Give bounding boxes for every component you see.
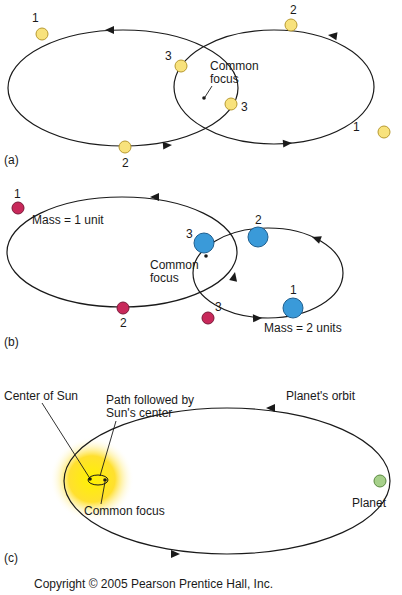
callout-number: 3 xyxy=(215,301,229,314)
panel-label: (c) xyxy=(4,552,34,565)
star-dots xyxy=(36,19,390,153)
orbit-ellipse xyxy=(174,30,374,144)
callout-number: 3 xyxy=(165,50,179,63)
callout-number: 3 xyxy=(186,228,200,241)
callout-number: 2 xyxy=(122,157,136,170)
callout-number: 2 xyxy=(120,317,134,330)
callout-number: 2 xyxy=(255,214,269,227)
text-label: Planet xyxy=(352,497,402,510)
text-label: Center of Sun xyxy=(4,390,104,403)
callout-number: 1 xyxy=(32,12,46,25)
orbit-ellipse xyxy=(193,228,343,318)
callout-number: 2 xyxy=(290,4,304,17)
panel-label: (a) xyxy=(4,154,34,167)
text-label: Path followed by Sun's center xyxy=(106,394,216,420)
text-label: Common focus xyxy=(210,60,270,86)
callout-number: 1 xyxy=(14,188,28,201)
leader-lines xyxy=(42,86,212,504)
text-label: Common focus xyxy=(150,259,204,285)
light-star-dots xyxy=(12,202,214,324)
planet-dot xyxy=(374,475,386,487)
heavy-star-dots xyxy=(194,227,303,318)
focus-dots xyxy=(88,96,208,482)
orbit-ellipse xyxy=(8,30,238,146)
callout-number: 1 xyxy=(353,121,367,134)
text-label: Planet's orbit xyxy=(286,390,386,403)
callout-number: 3 xyxy=(241,101,255,114)
callout-number: 1 xyxy=(290,284,304,297)
orbit-ellipse xyxy=(7,197,237,307)
direction-arrows xyxy=(105,26,337,558)
panel-label: (b) xyxy=(4,336,34,349)
text-label: Mass = 2 units xyxy=(264,322,374,335)
planet-orbit xyxy=(64,408,390,554)
text-label: Common focus xyxy=(84,505,184,518)
copyright-note: Copyright © 2005 Pearson Prentice Hall, … xyxy=(34,578,394,591)
text-label: Mass = 1 unit xyxy=(32,214,142,227)
